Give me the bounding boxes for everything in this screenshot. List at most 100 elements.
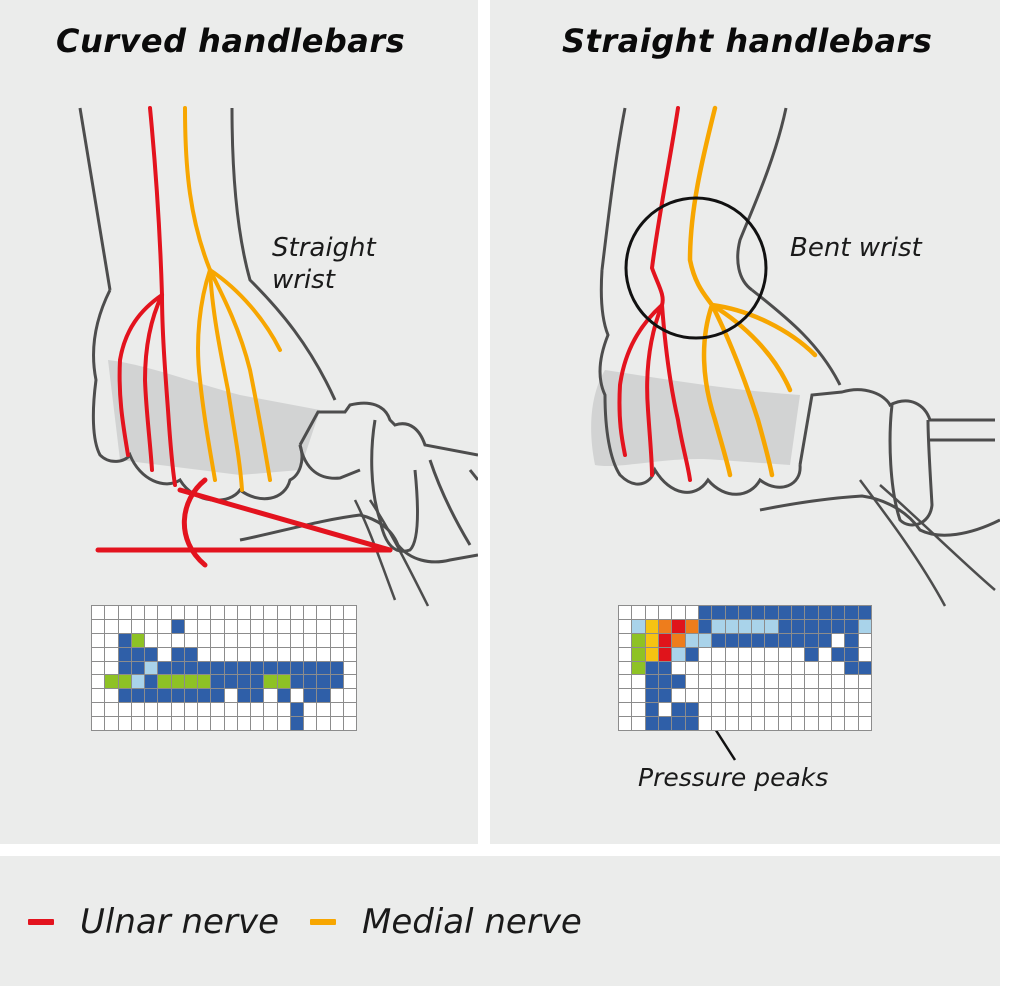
grip-outline [298, 444, 361, 480]
pressure-cell [725, 675, 739, 690]
pressure-cell [619, 717, 633, 731]
pressure-cell [237, 633, 251, 648]
pressure-cell [832, 661, 846, 676]
pressure-cell [224, 703, 238, 718]
pressure-cell [304, 619, 318, 634]
pressure-cell [685, 606, 699, 620]
pressure-cell [792, 633, 806, 648]
pressure-cell [792, 606, 806, 620]
pressure-cell [158, 661, 172, 676]
pressure-cell [685, 633, 699, 648]
pressure-cell [251, 619, 265, 634]
pressure-cell [251, 647, 265, 662]
legend: Ulnar nerve Medial nerve [0, 856, 1000, 986]
pressure-cell [264, 661, 278, 676]
pressure-cell [845, 689, 859, 704]
pressure-cell [251, 703, 265, 718]
pressure-cell [832, 717, 846, 731]
pressure-cell [343, 717, 357, 731]
pressure-cell [685, 647, 699, 662]
pressure-cell [317, 703, 331, 718]
pressure-cell [105, 703, 119, 718]
pressure-cell [317, 661, 331, 676]
hand-illustration-straight [591, 105, 1000, 761]
pressure-cell [290, 619, 304, 634]
pressure-cell [805, 619, 819, 634]
pressure-cell [118, 606, 132, 620]
pressure-cell [330, 606, 344, 620]
pressure-cell [237, 675, 251, 690]
pressure-cell [619, 703, 633, 718]
pressure-cell [171, 717, 185, 731]
pressure-cell [765, 606, 779, 620]
pressure-cell [158, 619, 172, 634]
pressure-cell [317, 619, 331, 634]
pressure-cell [171, 647, 185, 662]
straight-wrist-label: Straight wrist [272, 233, 376, 295]
pressure-cell [304, 689, 318, 704]
pressure-cell [832, 703, 846, 718]
forearm-outline [736, 107, 788, 292]
pressure-cell [330, 675, 344, 690]
pressure-cell [277, 689, 291, 704]
pressure-cell [224, 619, 238, 634]
pressure-cell [184, 647, 198, 662]
pressure-cell [818, 689, 833, 704]
pressure-cell [237, 703, 251, 718]
pressure-cell [277, 606, 291, 620]
pressure-cell [845, 703, 859, 718]
pressure-cell [184, 689, 198, 704]
pressure-cell [251, 661, 265, 676]
pressure-cell [765, 689, 779, 704]
pressure-cell [198, 647, 212, 662]
pressure-cell [184, 633, 198, 648]
pressure-cell [304, 661, 318, 676]
pressure-cell [343, 606, 357, 620]
pressure-cell [317, 647, 331, 662]
pressure-cell [632, 633, 646, 648]
pressure-cell [131, 647, 145, 662]
pressure-cell [92, 675, 106, 690]
pressure-cell [792, 689, 806, 704]
lever-outline [239, 513, 478, 564]
pressure-cell [317, 633, 331, 648]
hand-outline [751, 288, 842, 386]
pressure-cell [712, 619, 726, 634]
pressure-cell [752, 689, 766, 704]
pressure-cell [632, 717, 646, 731]
pressure-cell [778, 689, 793, 704]
pressure-cell [832, 619, 846, 634]
pressure-cell [290, 689, 304, 704]
pressure-cell [805, 675, 819, 690]
pressure-cell [105, 689, 119, 704]
pressure-cell [290, 717, 304, 731]
pressure-cell [698, 633, 713, 648]
pressure-cell [619, 661, 633, 676]
pressure-cell [92, 606, 106, 620]
pressure-cell [131, 661, 145, 676]
pressure-cell [712, 703, 726, 718]
pressure-cell [251, 633, 265, 648]
pressure-cell [845, 647, 859, 662]
pressure-cell [698, 619, 713, 634]
pressure-cell [845, 633, 859, 648]
pressure-cell [765, 675, 779, 690]
pressure-cell [330, 703, 344, 718]
pressure-cell [264, 606, 278, 620]
pressure-cell [672, 703, 686, 718]
pressure-cell [725, 703, 739, 718]
pressure-cell [738, 717, 753, 731]
pressure-cell [118, 619, 132, 634]
pressure-cell [131, 717, 145, 731]
pressure-cell [792, 703, 806, 718]
grip-outline [798, 388, 995, 466]
pressure-cell [211, 647, 225, 662]
pressure-cell [778, 675, 793, 690]
pressure-cell [105, 619, 119, 634]
pressure-cell [343, 647, 357, 662]
pressure-cell [698, 606, 713, 620]
pressure-cell [619, 689, 633, 704]
pressure-cell [738, 661, 753, 676]
pressure-cell [619, 619, 633, 634]
pressure-cell [224, 606, 238, 620]
